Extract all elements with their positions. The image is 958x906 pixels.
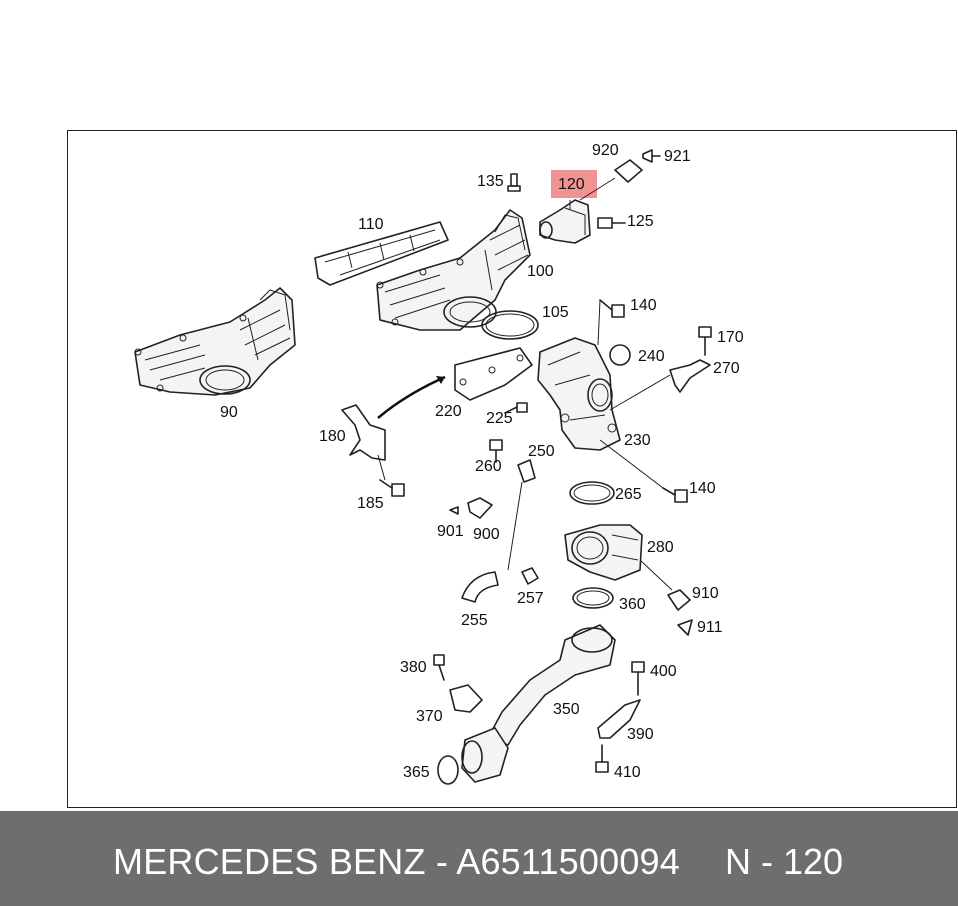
part-370-bracket [449,684,483,713]
label-230: 230 [624,432,651,449]
label-170: 170 [717,329,744,346]
label-380: 380 [400,659,427,676]
highlight-box-120 [551,170,597,198]
label-900: 900 [473,526,500,543]
part-410-bolt [595,744,609,773]
part-901-pin [449,506,459,515]
label-400: 400 [650,663,677,680]
label-90: 90 [220,404,238,421]
part-350-pipe [461,624,616,783]
part-400-bolt [631,661,645,696]
label-265: 265 [615,486,642,503]
part-900-connector [467,497,493,519]
footer-bar: MERCEDES BENZ - A6511500094 N - 120 [0,811,958,906]
label-220: 220 [435,403,462,420]
part-255-hose [461,571,499,603]
part-365-ring [437,755,459,785]
part-90-manifold [134,287,296,396]
part-120-housing [539,177,616,244]
part-100-manifold [376,209,531,331]
part-921-pin [642,149,661,163]
label-901: 901 [437,523,464,540]
label-350: 350 [553,701,580,718]
footer-part-number: MERCEDES BENZ - A6511500094 [113,841,681,882]
part-380-bolt [433,654,445,681]
label-105: 105 [542,304,569,321]
label-225: 225 [486,410,513,427]
label-920: 920 [592,142,619,159]
label-140-bottom: 140 [689,480,716,497]
label-390: 390 [627,726,654,743]
label-270: 270 [713,360,740,377]
part-257-fitting [521,567,539,585]
part-280-throttle [564,524,673,591]
footer-position: N - 120 [725,841,844,882]
label-370: 370 [416,708,443,725]
label-185: 185 [357,495,384,512]
part-270-bracket [609,359,711,411]
label-410: 410 [614,764,641,781]
part-225-bolt [504,402,528,414]
part-240-ring [609,344,631,366]
label-180: 180 [319,428,346,445]
label-125: 125 [627,213,654,230]
part-260-bolt [489,439,503,463]
part-140-bolt-top [597,299,625,346]
label-110: 110 [358,216,384,233]
part-220-plate [454,347,533,401]
part-911-pin [677,619,693,636]
label-921: 921 [664,148,691,165]
label-260: 260 [475,458,502,475]
label-240: 240 [638,348,665,365]
label-250: 250 [528,443,555,460]
label-120: 120 [558,176,585,193]
arrow [377,375,446,419]
label-100: 100 [527,263,554,280]
label-910: 910 [692,585,719,602]
part-180-bracket [341,404,386,481]
label-255: 255 [461,612,488,629]
part-170-bolt [698,326,712,356]
label-365: 365 [403,764,430,781]
part-125-bolt [597,217,626,229]
part-920-connector [614,159,643,183]
part-230-intake-elbow [537,337,621,451]
part-185-bolt [379,479,405,497]
label-280: 280 [647,539,674,556]
part-110-gasket [314,221,449,286]
part-360-clamp [572,587,614,609]
label-135: 135 [477,173,504,190]
part-140-bolt-bottom [599,439,688,503]
part-250-sensor [507,459,536,571]
part-135-sensor [507,173,521,192]
label-257: 257 [517,590,544,607]
label-140-top: 140 [630,297,657,314]
part-105-oring [481,310,539,340]
part-390-bracket [597,699,641,739]
part-910-connector [667,589,691,611]
part-265-clamp [569,481,615,505]
label-911: 911 [697,619,723,636]
label-360: 360 [619,596,646,613]
